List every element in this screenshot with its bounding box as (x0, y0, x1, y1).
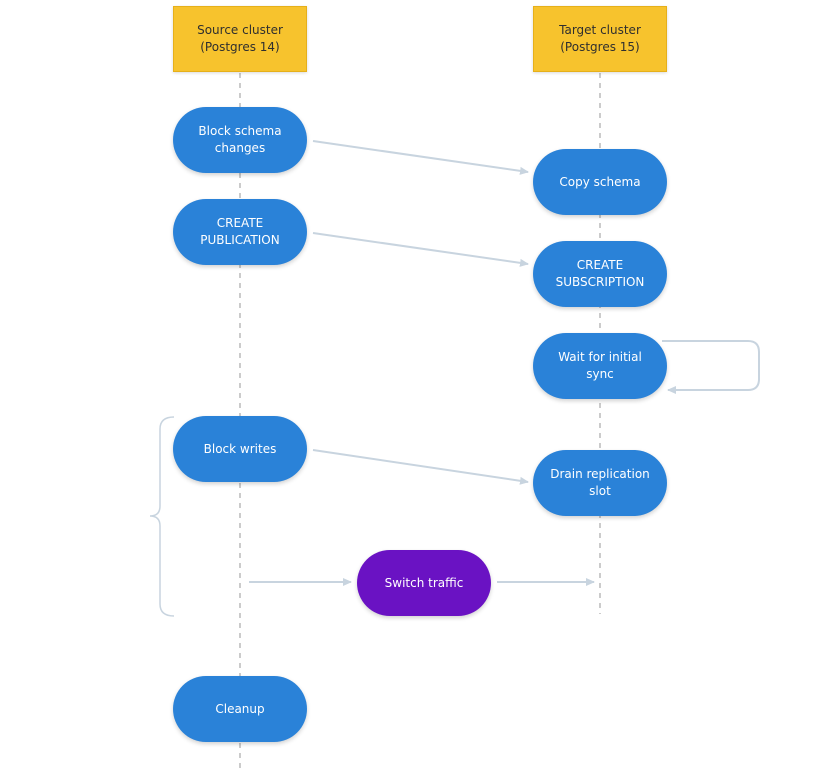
step-switch-traffic: Switch traffic (357, 550, 491, 616)
wait-sync-loop (662, 340, 760, 394)
step-label: Copy schema (559, 174, 641, 189)
step-block-writes: Block writes (173, 416, 307, 482)
downtime-brace (149, 416, 175, 617)
step-create-subscription: CREATE SUBSCRIPTION (533, 241, 667, 307)
step-wait-initial-sync: Wait for initial sync (533, 333, 667, 399)
arrow-publication-to-subscription (312, 232, 529, 267)
arrow-block-writes-to-drain (312, 449, 529, 485)
step-copy-schema: Copy schema (533, 149, 667, 215)
arrow-schema-to-copy (312, 140, 529, 175)
step-label: CREATE PUBLICATION (200, 216, 280, 247)
step-label: Drain replication slot (550, 467, 650, 498)
step-label: Wait for initial sync (558, 350, 642, 381)
target-cluster-header: Target cluster (Postgres 15) (533, 6, 667, 72)
step-cleanup: Cleanup (173, 676, 307, 742)
step-block-schema-changes: Block schema changes (173, 107, 307, 173)
step-label: CREATE SUBSCRIPTION (555, 258, 645, 289)
step-label: Block schema changes (198, 124, 282, 155)
step-label: Block writes (203, 441, 277, 456)
target-cluster-label: Target cluster (Postgres 15) (559, 23, 641, 54)
step-drain-replication-slot: Drain replication slot (533, 450, 667, 516)
step-label: Cleanup (215, 701, 265, 716)
step-label: Switch traffic (384, 575, 464, 590)
source-cluster-label: Source cluster (Postgres 14) (197, 23, 283, 54)
source-cluster-header: Source cluster (Postgres 14) (173, 6, 307, 72)
step-create-publication: CREATE PUBLICATION (173, 199, 307, 265)
